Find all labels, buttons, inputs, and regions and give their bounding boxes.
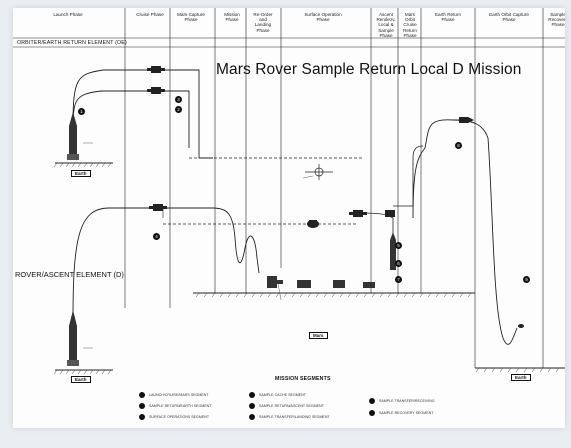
orbiter-in-orbit-icon xyxy=(305,164,333,180)
rendezvous-trajectory xyxy=(393,145,424,207)
legend-item: SAMPLE CACHE SEGMENT xyxy=(249,392,306,398)
spacecraft-icon-orbiter-2 xyxy=(147,87,165,94)
earth-return-trajectory-2 xyxy=(452,119,489,139)
spacecraft-icon-orbiter-1 xyxy=(147,66,165,73)
orbiter-element-label: ORBITER/EARTH RETURN ELEMENT (OE) xyxy=(17,40,127,46)
cruise-trajectory-2 xyxy=(161,90,190,148)
diagram-sheet: Launch Phase Cruise Phase Mars Capture P… xyxy=(13,8,565,428)
legend-item: SAMPLE RECOVERY SEGMENT xyxy=(369,410,433,416)
phase-header-surface-operation: Surface Operation Phase xyxy=(304,12,342,23)
phase-header-sample-recovery: Sample Recovery Phase xyxy=(548,12,565,28)
step-badge: 1 xyxy=(78,108,85,115)
legend-item: SAMPLE RETURN/EARTH SEGMENT xyxy=(139,403,211,409)
step-badge: 6 xyxy=(395,260,402,267)
phase-header-launch: Launch Phase xyxy=(53,12,83,17)
phase-header-earth-orbit-capture: Earth Orbit Capture Phase xyxy=(489,12,529,23)
orbiter-launch-trajectory-2 xyxy=(72,90,153,127)
cruise-trajectory xyxy=(161,69,213,159)
rover-element-label: ROVER/ASCENT ELEMENT (D) xyxy=(15,270,124,279)
legend-item: LAUNCH/CRUISE/MARS SEGMENT xyxy=(139,392,209,398)
legend-item: SAMPLE TRANSFER/RECEIVING xyxy=(369,398,435,404)
step-badge: 2 xyxy=(175,106,182,113)
earth-orbit-trajectory xyxy=(487,137,518,345)
spacecraft-icon-earth-return xyxy=(459,117,474,123)
phase-header-mars-orbit: Mars Orbit Cruise Return Phase xyxy=(403,12,417,38)
descent-stage-icon xyxy=(307,220,319,228)
orbiter-rocket-icon xyxy=(67,112,79,160)
annotation-leaders xyxy=(83,142,314,349)
phase-header-cruise: Cruise Phase xyxy=(136,12,164,17)
mission-flow-diagram xyxy=(13,8,565,375)
earth-label-right: Earth xyxy=(511,374,531,381)
unused-path xyxy=(425,148,453,308)
phase-header-ascent: Ascent Rendezv. Local & Sample Phase xyxy=(376,12,396,38)
step-badge: 9 xyxy=(523,276,530,283)
orbiter-launch-trajectory xyxy=(72,69,153,127)
step-badge: 5 xyxy=(395,242,402,249)
step-badge: 3 xyxy=(175,96,182,103)
rover-launch-trajectory xyxy=(72,207,260,319)
step-badge: 4 xyxy=(153,233,160,240)
spacecraft-icon-rendezvous xyxy=(349,210,395,217)
phase-header-reorder-landing: Re-Order and Landing Phase xyxy=(253,12,273,33)
phase-header-mission: Mission Phase xyxy=(224,12,240,23)
phase-header-earth-return: Earth Return Phase xyxy=(434,12,462,23)
legend-item: SURFACE OPERATIONS SEGMENT xyxy=(139,414,209,420)
legend-item: SAMPLE TRANSFER/LANDING SEGMENT xyxy=(249,414,330,420)
ground-hatching xyxy=(53,162,560,375)
spacecraft-icon-rover xyxy=(149,204,167,211)
earth-label-top: Earth xyxy=(71,170,91,177)
earth-return-trajectory xyxy=(412,119,461,219)
legend-title: MISSION SEGMENTS xyxy=(275,376,331,382)
page-title: Mars Rover Sample Return Local D Mission xyxy=(216,61,522,78)
step-badge: 8 xyxy=(455,142,462,149)
earth-label-bottom: Earth xyxy=(71,376,91,383)
lander-icon xyxy=(267,276,375,288)
legend-item: SAMPLE RETURN/ASCENT SEGMENT xyxy=(249,403,324,409)
ascent-vehicle-icon xyxy=(390,232,396,270)
ascent-trajectory xyxy=(358,212,394,240)
capsule-icon xyxy=(518,324,524,328)
rover-rocket-icon xyxy=(67,310,79,366)
mars-label: Mars xyxy=(309,332,328,339)
phase-header-mars-capture: Mars Capture Phase xyxy=(177,12,205,23)
step-badge: 7 xyxy=(395,276,402,283)
